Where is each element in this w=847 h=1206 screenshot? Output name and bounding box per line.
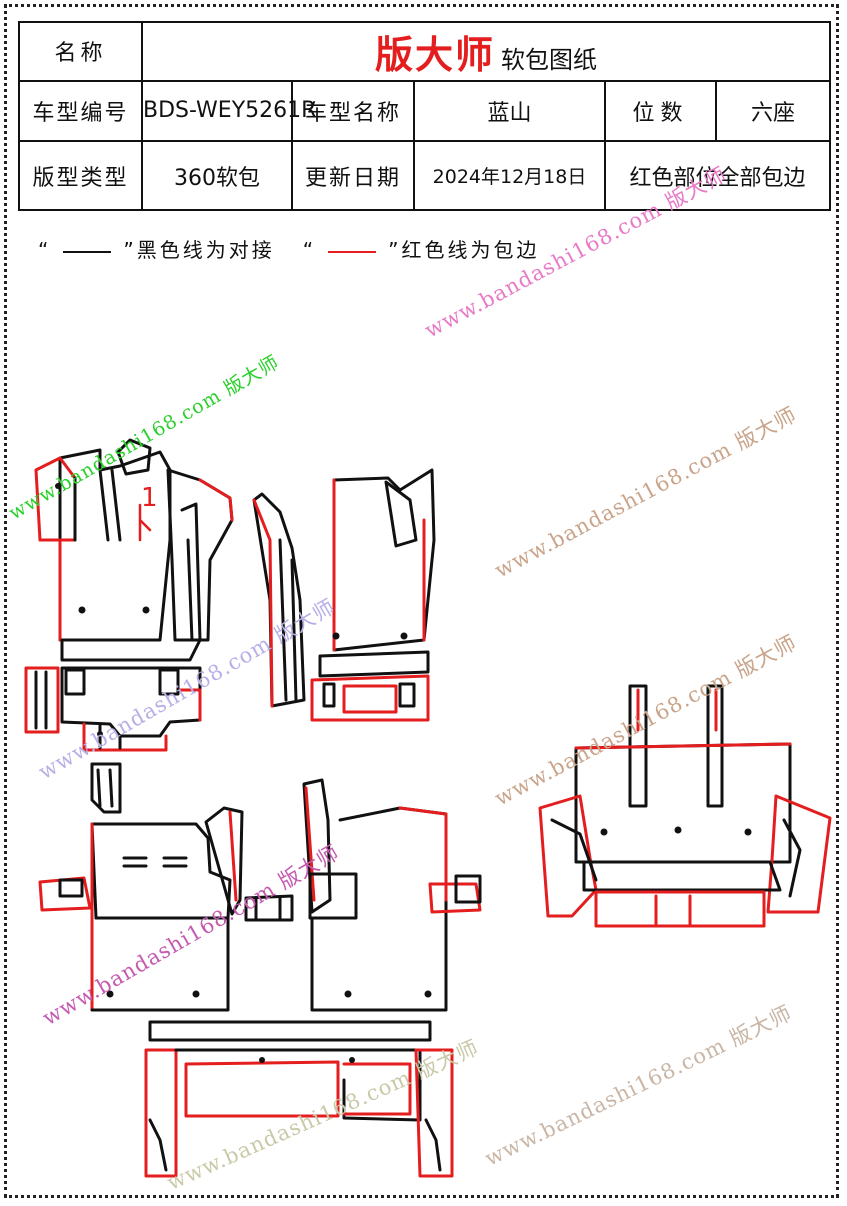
- doc-title: 软包图纸: [501, 45, 598, 74]
- third-row-floor-piece: [538, 684, 832, 928]
- seats-label: 位数: [604, 79, 717, 143]
- info-table: 名称 版大师软包图纸 车型编号 BDS-WEY5261R 车型名称 蓝山 位数 …: [18, 21, 832, 211]
- legend-red-text: ”红色线为包边: [388, 238, 540, 262]
- red-line-sample: [328, 250, 377, 253]
- legend-red-open: “: [302, 238, 317, 262]
- name-label: 名称: [18, 21, 143, 82]
- brand-title: 版大师: [375, 32, 496, 77]
- model-code: BDS-WEY5261R: [141, 79, 316, 143]
- black-line-sample: [63, 250, 112, 253]
- page-frame: [4, 4, 839, 1198]
- front-left-lower-pieces: [24, 666, 202, 752]
- type-label: 版型类型: [18, 140, 143, 211]
- front-left-floor-piece: 1: [34, 438, 234, 662]
- rear-floor-pieces: [144, 1020, 454, 1178]
- legend: “ ”黑色线为对接 “ ”红色线为包边: [38, 234, 540, 263]
- legend-black-text: ”黑色线为对接: [123, 238, 275, 262]
- note-value: 红色部位全部包边: [603, 140, 832, 211]
- seats-value: 六座: [714, 79, 832, 143]
- date-value: 2024年12月18日: [413, 140, 606, 211]
- model-code-label: 车型编号: [18, 79, 143, 143]
- legend-black-open: “: [38, 238, 52, 262]
- middle-row-floor-pieces: [38, 762, 482, 1012]
- date-label: 更新日期: [291, 140, 415, 211]
- model-name: 蓝山: [413, 79, 606, 143]
- panel-number-mark: 1: [141, 483, 158, 513]
- front-right-floor-piece: [252, 468, 436, 722]
- model-name-label: 车型名称: [291, 79, 415, 143]
- type-value: 360软包: [141, 140, 293, 211]
- doc-title-cell: 版大师软包图纸: [140, 21, 832, 82]
